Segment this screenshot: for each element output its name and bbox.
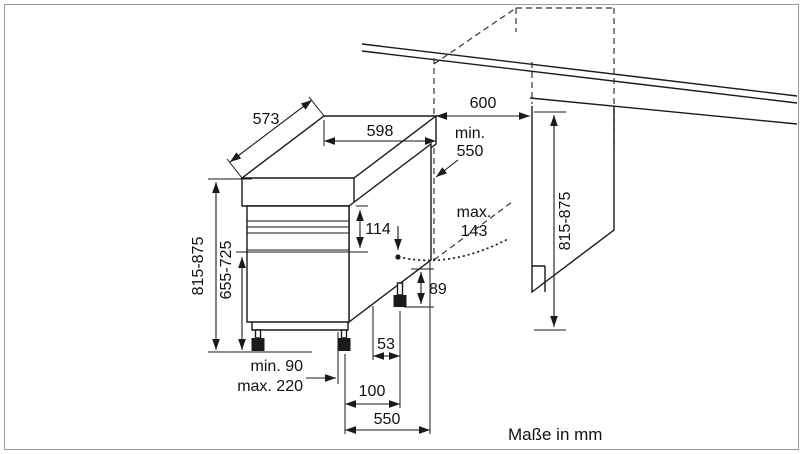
niche-dashed-outline [433, 7, 615, 261]
label-door-overhang-value: 143 [461, 223, 488, 240]
label-control-panel-height: 114 [365, 221, 391, 238]
label-plinth-clearance: 89 [429, 281, 447, 298]
label-rear-foot-offset: 53 [377, 336, 395, 353]
pivot-point-dot [395, 254, 401, 260]
dishwasher-front-door [246, 205, 350, 323]
label-appliance-height: 815-875 [190, 237, 207, 296]
page-border [4, 4, 799, 450]
label-appliance-depth: 573 [253, 111, 280, 128]
label-niche-width: 600 [470, 95, 497, 112]
front-right-foot [337, 338, 351, 351]
extension-lines [208, 96, 566, 434]
label-front-foot-setback: 100 [359, 383, 386, 400]
label-appliance-width: 598 [367, 123, 394, 140]
label-niche-depth-value: 550 [457, 143, 484, 160]
door-swing-arc [403, 238, 509, 262]
feet-pads [251, 295, 407, 351]
label-front-panel-height: 655-725 [218, 241, 235, 300]
caption-units: Maße in mm [508, 425, 602, 444]
plinth-recess [251, 322, 349, 331]
cabinet-outline [531, 106, 615, 294]
label-niche-depth-min: min. [455, 125, 485, 142]
label-plinth-recess-max: max. 220 [237, 378, 303, 395]
front-left-foot [251, 338, 265, 351]
label-niche-height: 815-875 [557, 192, 574, 251]
control-panel-lines [247, 220, 349, 251]
label-plinth-recess-min: min. 90 [251, 358, 304, 375]
niche-depth-arrow [435, 159, 459, 178]
label-door-overhang-max: max. [457, 204, 492, 221]
rear-foot [393, 295, 407, 307]
dim-appliance-depth-line [229, 99, 313, 163]
worktop-lines [361, 43, 798, 125]
label-foot-span: 550 [374, 411, 401, 428]
